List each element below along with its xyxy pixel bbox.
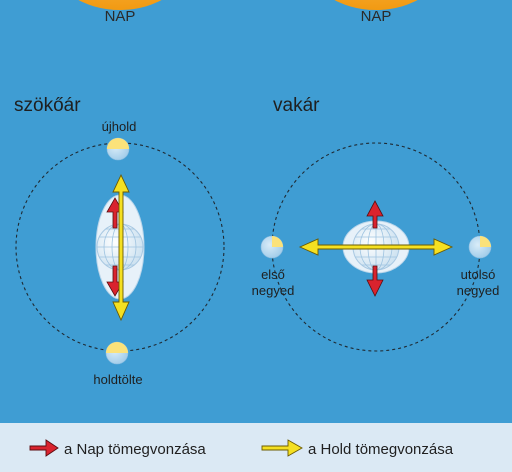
legend-moon-arrow (261, 439, 303, 457)
last-quarter-label-2: negyed (457, 283, 500, 298)
new-moon-label: újhold (102, 119, 137, 134)
spring-tide-title: szökőár (14, 95, 81, 116)
first-quarter-label-2: negyed (252, 283, 295, 298)
moon-gravity-arrow-left (112, 173, 130, 322)
neap-tide-title: vakár (273, 95, 320, 116)
full-moon-label: holdtölte (93, 372, 142, 387)
moon-gravity-arrow-right (298, 238, 454, 256)
sun-label-left: NAP (105, 8, 136, 25)
legend: a Nap tömegvonzása a Hold tömegvonzása (0, 423, 512, 472)
sun-right: NAP (334, 0, 418, 25)
legend-sun-label: a Nap tömegvonzása (64, 441, 206, 458)
first-quarter-moon (260, 235, 284, 259)
first-quarter-label-1: első (261, 267, 285, 282)
full-moon (105, 341, 129, 365)
new-moon (106, 137, 130, 161)
sun-label-right: NAP (361, 8, 392, 25)
last-quarter-label-1: utolsó (461, 267, 496, 282)
sun-left: NAP (78, 0, 162, 25)
sun-gravity-arrows-right (366, 200, 384, 297)
last-quarter-moon (468, 235, 492, 259)
legend-moon-label: a Hold tömegvonzása (308, 441, 454, 458)
legend-sun-arrow (29, 439, 59, 457)
